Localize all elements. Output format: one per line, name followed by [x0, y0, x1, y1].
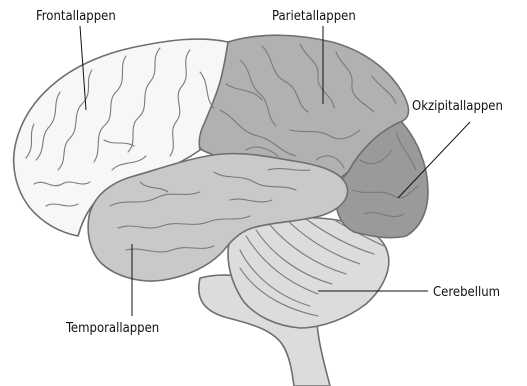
parietal-label: Parietallappen: [272, 9, 356, 24]
occipital-label: Okzipitallappen: [412, 99, 503, 114]
temporal-label: Temporallappen: [65, 321, 159, 336]
cerebellum-label: Cerebellum: [433, 285, 500, 300]
frontal-label: Frontallappen: [36, 9, 116, 24]
